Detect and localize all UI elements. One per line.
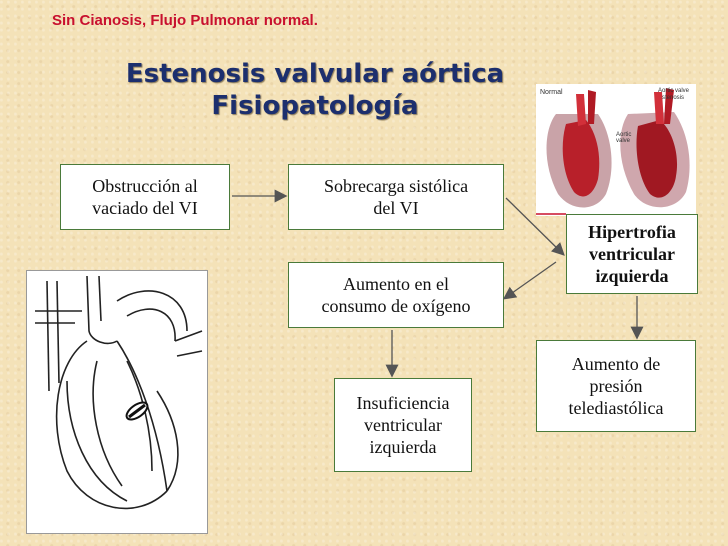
heart-drawing-illustration [35, 275, 203, 510]
title-line-2: Fisiopatología [211, 91, 419, 121]
node-insuficiencia: Insuficiencia ventricular izquierda [334, 378, 472, 472]
node-aumento-consumo-line1: Aumento en el [343, 274, 449, 294]
node-hipertrofia-line2: ventricular [589, 244, 675, 264]
photo-label-stenosis-1: Aortic valve [658, 88, 690, 94]
node-sobrecarga-line1: Sobrecarga sistólica [323, 176, 469, 196]
node-hipertrofia-line3: izquierda [595, 266, 669, 286]
slide-title: Estenosis valvular aórtica Fisiopatologí… [100, 58, 530, 122]
node-aumento-presion-line1: Aumento de [571, 354, 661, 374]
photo-label-aortic-1: Aortic [616, 132, 631, 138]
heart-line-drawing [26, 270, 208, 534]
node-hipertrofia-line1: Hipertrofia [588, 222, 676, 242]
node-sobrecarga-line2: del VI [373, 198, 419, 218]
node-insuficiencia-line2: ventricular [364, 415, 442, 435]
node-hipertrofia: Hipertrofia ventricular izquierda [566, 214, 698, 294]
node-obstruccion-line1: Obstrucción al [92, 176, 198, 196]
node-aumento-presion-line2: presión [589, 376, 643, 396]
heart-photo-illustration: Normal Aortic valve stenosis Aortic valv… [536, 84, 696, 216]
node-sobrecarga: Sobrecarga sistólica del VI [288, 164, 504, 230]
node-insuficiencia-line3: izquierda [369, 437, 437, 457]
node-aumento-consumo-line2: consumo de oxígeno [321, 296, 471, 316]
photo-label-stenosis-2: stenosis [662, 95, 684, 101]
arrow-sobrecarga-to-hipertrofia [505, 197, 565, 256]
arrow-hipertrofia-to-consumo [502, 261, 557, 300]
photo-label-aortic-2: valve [616, 138, 631, 144]
heart-photo: Normal Aortic valve stenosis Aortic valv… [536, 84, 696, 216]
node-insuficiencia-line1: Insuficiencia [356, 393, 450, 413]
node-aumento-presion-line3: telediastólica [568, 398, 664, 418]
node-obstruccion-line2: vaciado del VI [92, 198, 198, 218]
title-line-1: Estenosis valvular aórtica [125, 59, 505, 89]
node-aumento-consumo: Aumento en el consumo de oxígeno [288, 262, 504, 328]
node-aumento-presion: Aumento de presión telediastólica [536, 340, 696, 432]
photo-label-normal: Normal [540, 89, 563, 96]
node-obstruccion: Obstrucción al vaciado del VI [60, 164, 230, 230]
subtitle-note: Sin Cianosis, Flujo Pulmonar normal. [52, 12, 318, 29]
